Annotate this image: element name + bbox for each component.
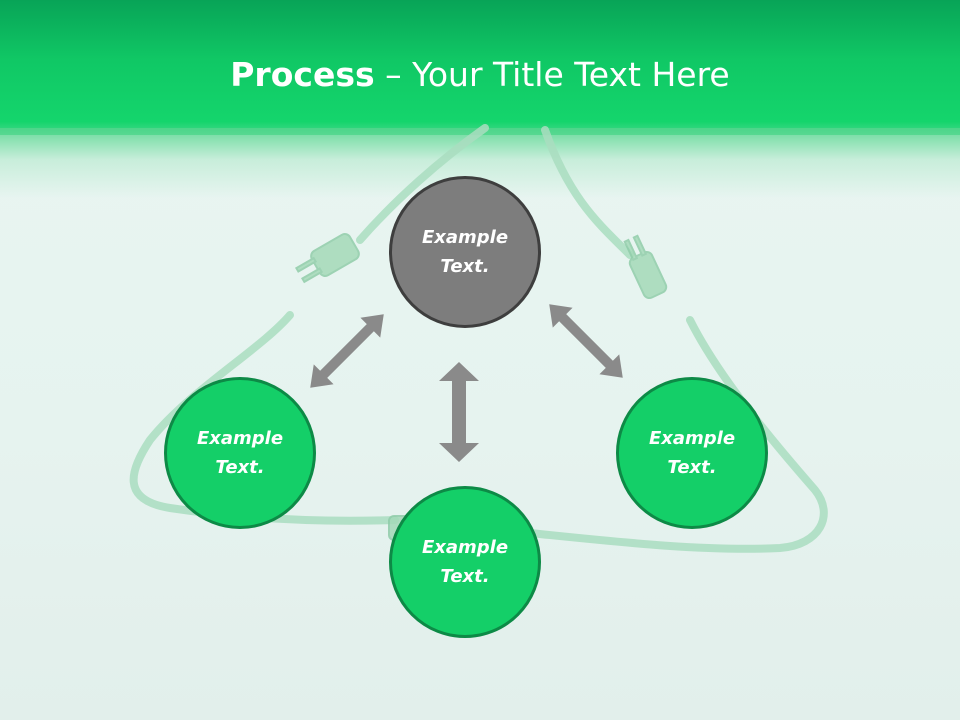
- title-rest: – Your Title Text Here: [374, 55, 730, 94]
- node-bottom: Example Text.: [389, 486, 541, 638]
- node-top: Example Text.: [389, 176, 541, 328]
- node-bottom-label: Example Text.: [421, 537, 509, 587]
- slide-title: Process – Your Title Text Here: [0, 52, 960, 98]
- plug-left-icon: [294, 233, 360, 284]
- node-left-label: Example Text.: [196, 428, 284, 478]
- cable-right: [541, 126, 634, 259]
- arrow-top-right-icon: [549, 304, 623, 378]
- node-top-label: Example Text.: [421, 227, 509, 277]
- cable-left-top: [356, 124, 489, 244]
- node-right: Example Text.: [616, 377, 768, 529]
- title-bold: Process: [230, 55, 375, 94]
- header-band: [0, 0, 960, 135]
- node-right-label: Example Text.: [648, 428, 736, 478]
- plug-right-icon: [623, 234, 668, 300]
- node-left: Example Text.: [164, 377, 316, 529]
- cable-bottom: [129, 311, 399, 525]
- arrow-top-left-icon: [310, 314, 384, 388]
- arrow-vertical-icon: [439, 362, 479, 462]
